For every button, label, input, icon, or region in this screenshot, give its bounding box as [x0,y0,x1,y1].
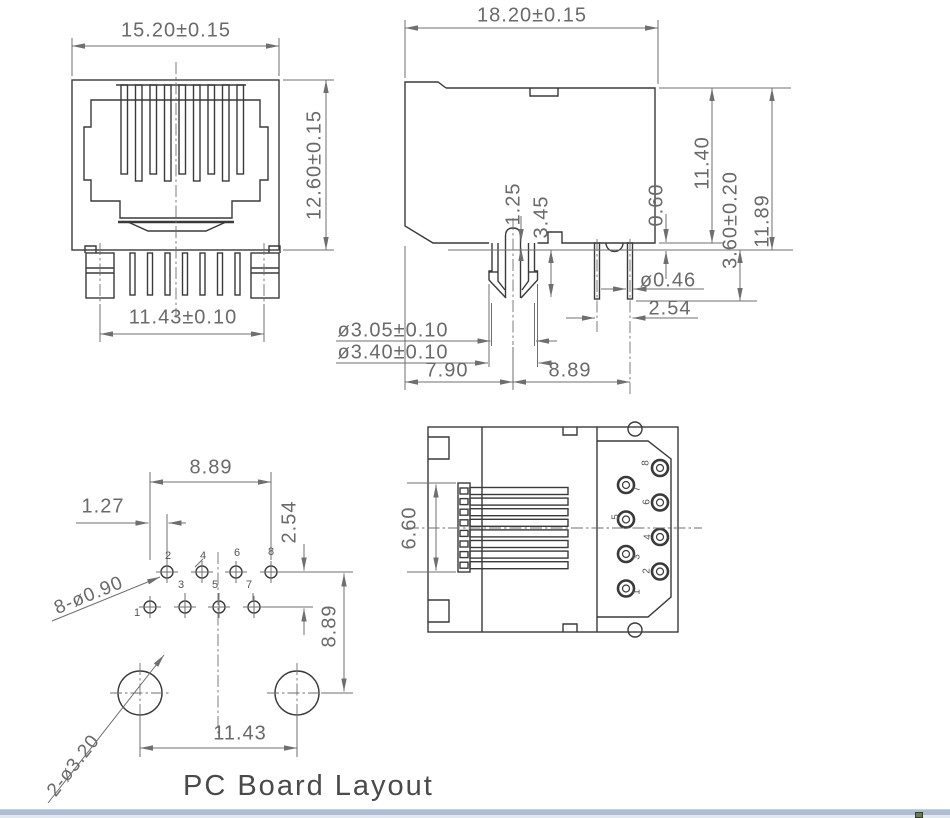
front-view-drawing [71,38,334,342]
pcb-layout-drawing [47,472,353,804]
bv-pin-2: 2 [641,568,653,574]
bottom-view-drawing [407,421,702,638]
bottom-bar [0,810,950,815]
pcb-pin-1: 1 [133,607,141,619]
dim-front-width: 15.20±0.15 [121,19,231,42]
pcb-pin-8: 8 [267,546,275,558]
pcb-pin-3: 3 [177,579,185,591]
pcb-pin-6: 6 [233,547,241,559]
dim-side-latch-depth: 3.45 [530,195,553,239]
bv-pin-4: 4 [642,534,654,540]
dim-pcb-row-pitch: 2.54 [278,500,301,544]
dim-side-total-height: 11.89 [751,194,774,248]
bv-pin-7: 7 [631,486,643,492]
bv-pin-3: 3 [631,554,643,560]
dim-side-pin-offset: 8.89 [548,359,592,382]
bottom-bar-handle[interactable] [915,812,923,818]
dim-side-latch-step: 1.25 [502,182,525,226]
bv-pin-1: 1 [631,589,643,595]
bv-pin-8: 8 [640,460,652,466]
pcb-layout-title: PC Board Layout [183,770,434,802]
pcb-pin-7: 7 [245,579,253,591]
dim-side-standoff: 0.60 [645,183,668,227]
dim-pcb-mount-offset: 8.89 [318,604,341,648]
pcb-pin-4: 4 [199,550,207,562]
dim-front-pin-span: 11.43±0.10 [128,306,238,329]
dim-side-post-offset: 7.90 [425,359,469,382]
dim-side-width: 18.20±0.15 [477,4,587,27]
dim-side-body-height: 11.40 [691,136,714,190]
dim-pcb-stagger: 1.27 [81,495,125,518]
pcb-pin-5: 5 [211,579,219,591]
dim-front-height: 12.60±0.15 [303,110,326,220]
dim-bottom-contact-width: 6.60 [398,506,421,550]
bottom-bar-light [0,815,950,818]
bv-pin-5: 5 [610,514,622,520]
dim-side-pin-length: 3.60±0.20 [719,171,742,269]
bv-pin-6: 6 [641,499,653,505]
bottom-bar-border [0,809,950,810]
dim-side-post-dia-inner: ø3.05±0.10 [337,319,449,342]
dim-pcb-mount-span: 11.43 [213,722,267,745]
dim-side-post-dia-outer: ø3.40±0.10 [337,341,449,364]
dim-side-pin-pitch: 2.54 [648,297,692,320]
dim-pcb-pin-span: 8.89 [189,456,233,479]
side-view-drawing [336,20,793,394]
dim-side-pin-dia: ø0.46 [639,269,697,292]
pcb-pin-2: 2 [164,550,172,562]
